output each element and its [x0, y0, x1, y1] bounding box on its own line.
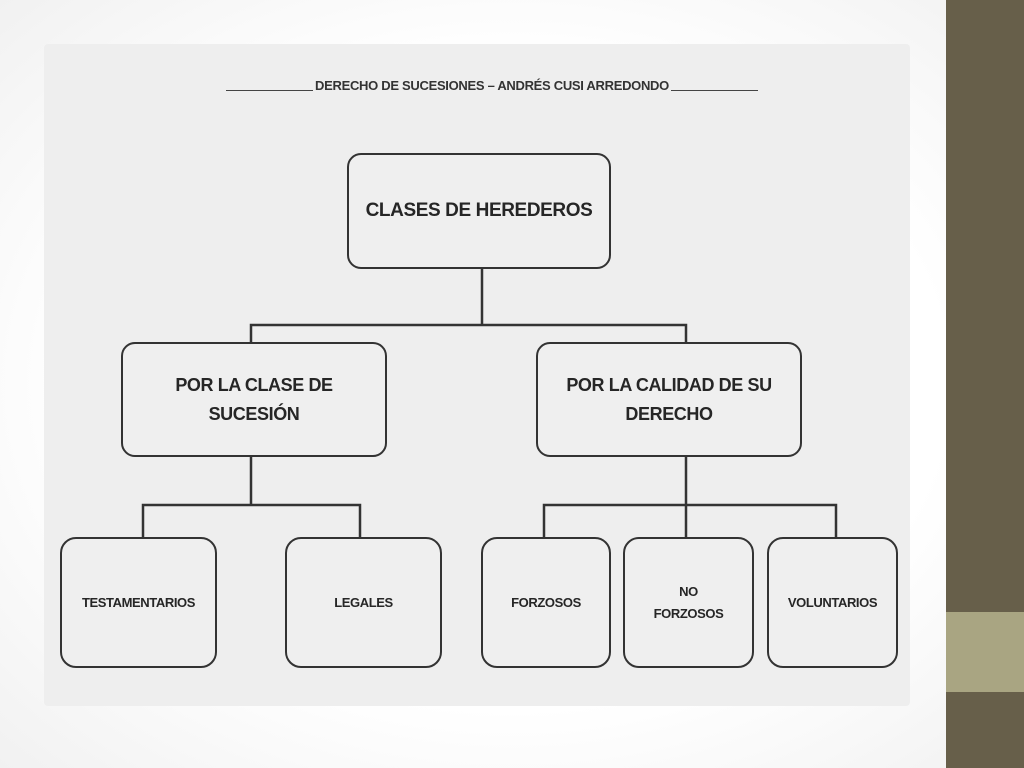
- node-leaf-forzosos-label: FORZOSOS: [511, 594, 581, 610]
- node-leaf-no-forzosos: NO FORZOSOS: [623, 537, 754, 668]
- node-leaf-forzosos: FORZOSOS: [481, 537, 611, 668]
- node-branch-clase-sucesion-label: POR LA CLASE DE SUCESIÓN: [175, 374, 333, 424]
- edge-branch-right-to-leaves: [542, 454, 838, 540]
- node-root: CLASES DE HEREDEROS: [347, 153, 611, 269]
- node-leaf-testamentarios-label: TESTAMENTARIOS: [81, 594, 196, 610]
- node-leaf-no-forzosos-label: NO FORZOSOS: [653, 584, 724, 621]
- diagram-header-text: DERECHO DE SUCESIONES – ANDRÉS CUSI ARRE…: [315, 78, 669, 93]
- slide-sidebar-accent: [946, 612, 1024, 692]
- node-leaf-legales: LEGALES: [285, 537, 442, 668]
- node-leaf-voluntarios: VOLUNTARIOS: [767, 537, 898, 668]
- node-branch-clase-sucesion: POR LA CLASE DE SUCESIÓN: [121, 342, 387, 457]
- header-rule-right: [670, 90, 758, 91]
- node-leaf-legales-label: LEGALES: [334, 594, 393, 610]
- header-rule-left: [226, 90, 314, 91]
- node-branch-calidad-derecho-label: POR LA CALIDAD DE SU DERECHO: [566, 374, 772, 424]
- edge-root-to-branches: [249, 266, 688, 345]
- diagram-header: DERECHO DE SUCESIONES – ANDRÉS CUSI ARRE…: [226, 78, 758, 93]
- node-leaf-testamentarios: TESTAMENTARIOS: [60, 537, 217, 668]
- node-root-label: CLASES DE HEREDEROS: [365, 200, 593, 221]
- node-leaf-voluntarios-label: VOLUNTARIOS: [787, 594, 878, 610]
- edge-branch-left-to-leaves: [141, 454, 362, 540]
- node-branch-calidad-derecho: POR LA CALIDAD DE SU DERECHO: [536, 342, 802, 457]
